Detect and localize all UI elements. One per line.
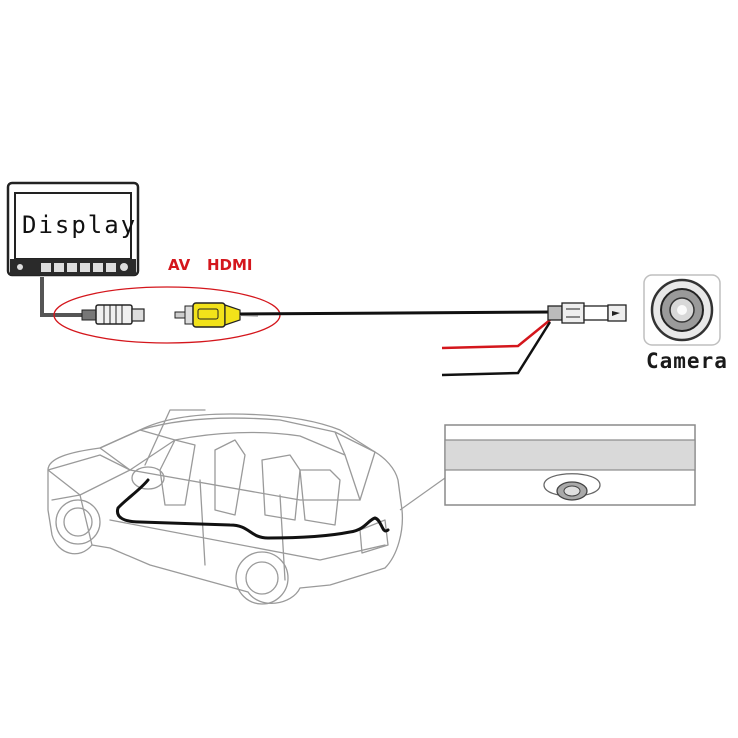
cable-route-line [115, 478, 390, 540]
monitor-cable [40, 277, 82, 317]
monitor-icon [6, 181, 140, 277]
male-rca-connector-icon [174, 302, 259, 328]
camera-lens-icon [643, 274, 721, 346]
ground-cable-black [441, 321, 552, 377]
female-rca-connector-icon [81, 304, 145, 325]
main-video-cable [239, 310, 553, 316]
hdmi-label: HDMI [207, 256, 253, 274]
detail-leader-line [399, 477, 446, 511]
display-label: Display [22, 211, 137, 239]
car-outline-icon [47, 409, 404, 605]
rear-mount-camera-icon [444, 424, 696, 506]
av-label: AV [168, 256, 191, 274]
camera-plug-connector-icon [547, 302, 627, 324]
power-cable-red [441, 319, 551, 350]
camera-label: Camera [646, 349, 728, 373]
